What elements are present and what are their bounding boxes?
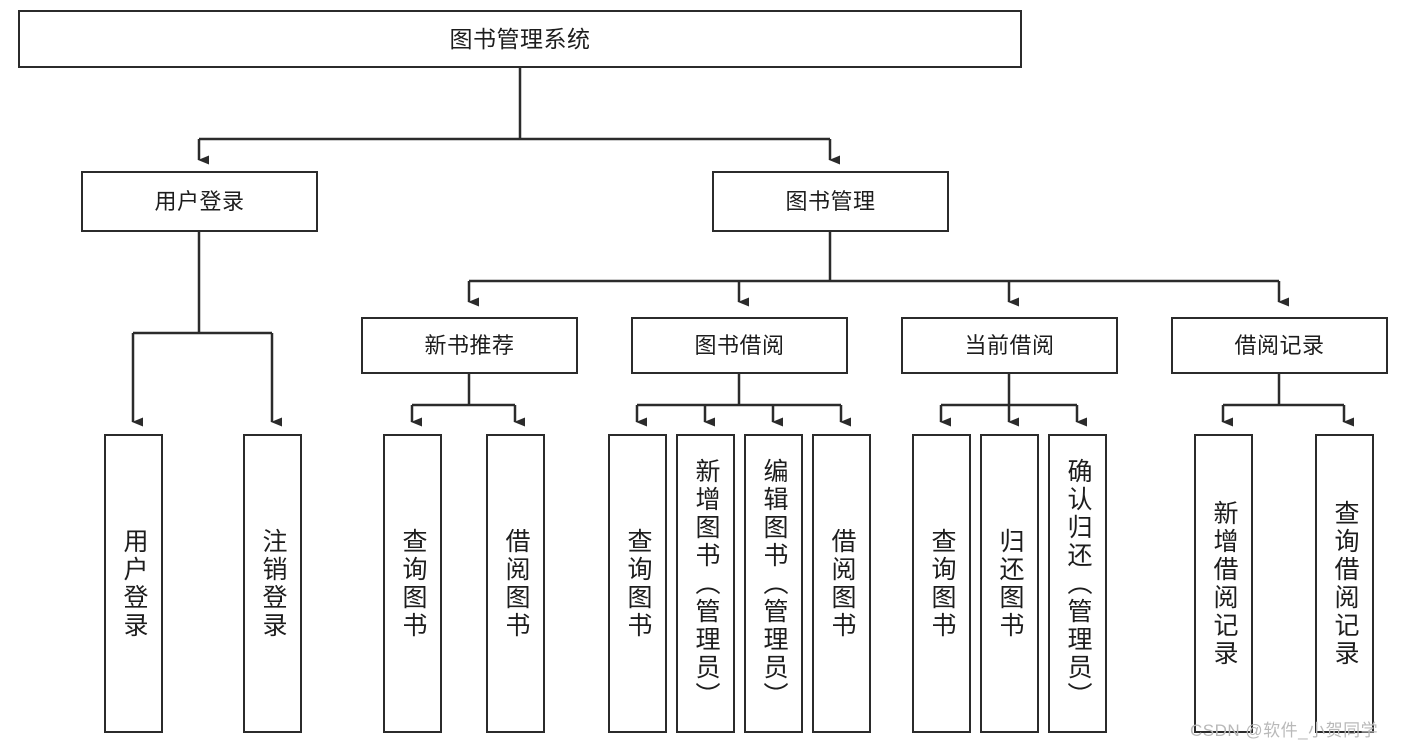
leaf-user-login-signin[interactable]: 用户登录: [104, 434, 163, 733]
leaf-current-return-book[interactable]: 归还图书: [980, 434, 1039, 733]
node-label: 当前借阅: [964, 332, 1055, 358]
node-label: 查询图书: [928, 527, 956, 640]
node-label: 借阅图书: [502, 527, 530, 640]
leaf-recommend-query-book[interactable]: 查询图书: [383, 434, 442, 733]
node-label: 图书管理: [785, 188, 876, 214]
node-borrow-record[interactable]: 借阅记录: [1171, 317, 1388, 374]
node-label: 借阅记录: [1234, 332, 1325, 358]
leaf-borrow-borrow-book[interactable]: 借阅图书: [812, 434, 871, 733]
node-label: 查询借阅记录: [1331, 499, 1359, 668]
node-label: 借阅图书: [828, 527, 856, 640]
node-user-login[interactable]: 用户登录: [81, 171, 318, 232]
leaf-borrow-query-book[interactable]: 查询图书: [608, 434, 667, 733]
node-label: 查询图书: [624, 527, 652, 640]
leaf-record-add-record[interactable]: 新增借阅记录: [1194, 434, 1253, 733]
watermark-text: CSDN @软件_小贺同学: [1190, 721, 1379, 740]
leaf-borrow-edit-book-admin[interactable]: 编辑图书（管理员）: [744, 434, 803, 733]
node-label: 图书借阅: [694, 332, 785, 358]
node-label: 确认归还（管理员）: [1064, 457, 1092, 710]
node-book-management[interactable]: 图书管理: [712, 171, 949, 232]
leaf-current-confirm-return-admin[interactable]: 确认归还（管理员）: [1048, 434, 1107, 733]
node-label: 用户登录: [154, 188, 245, 214]
node-label: 新增借阅记录: [1210, 499, 1238, 668]
node-label: 新增图书（管理员）: [692, 457, 720, 710]
node-label: 编辑图书（管理员）: [760, 457, 788, 710]
leaf-recommend-borrow-book[interactable]: 借阅图书: [486, 434, 545, 733]
node-label: 图书管理系统: [449, 25, 591, 52]
node-book-borrow[interactable]: 图书借阅: [631, 317, 848, 374]
leaf-current-query-book[interactable]: 查询图书: [912, 434, 971, 733]
node-label: 新书推荐: [424, 332, 515, 358]
node-current-borrow[interactable]: 当前借阅: [901, 317, 1118, 374]
leaf-borrow-add-book-admin[interactable]: 新增图书（管理员）: [676, 434, 735, 733]
node-label: 用户登录: [120, 527, 148, 640]
node-new-book-recommend[interactable]: 新书推荐: [361, 317, 578, 374]
leaf-user-login-signout[interactable]: 注销登录: [243, 434, 302, 733]
node-label: 注销登录: [259, 527, 287, 640]
node-label: 归还图书: [996, 527, 1024, 640]
node-label: 查询图书: [399, 527, 427, 640]
leaf-record-query-record[interactable]: 查询借阅记录: [1315, 434, 1374, 733]
node-root-system[interactable]: 图书管理系统: [18, 10, 1022, 68]
